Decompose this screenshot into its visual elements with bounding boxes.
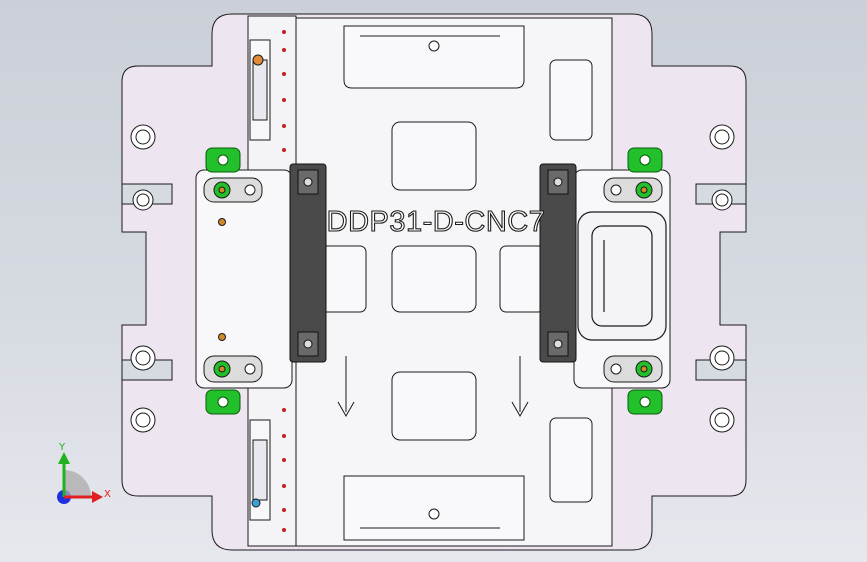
triad-x-arrowhead-icon: [92, 491, 103, 503]
handle-blocks: [289, 163, 577, 363]
rail-dots: [282, 30, 328, 532]
triad-x-label: X: [104, 489, 111, 500]
triad-y-arrowhead-icon: [58, 452, 70, 464]
triad-y-label: Y: [58, 442, 66, 453]
triad-xy-arc-icon: [64, 470, 91, 497]
engraved-part-label: DDP31-D-CNC7: [327, 206, 546, 238]
coordinate-triad: Y X: [57, 442, 111, 504]
clamp-pads: [205, 147, 663, 415]
pull-handle: [577, 211, 667, 341]
locator-clamps: [203, 177, 663, 383]
